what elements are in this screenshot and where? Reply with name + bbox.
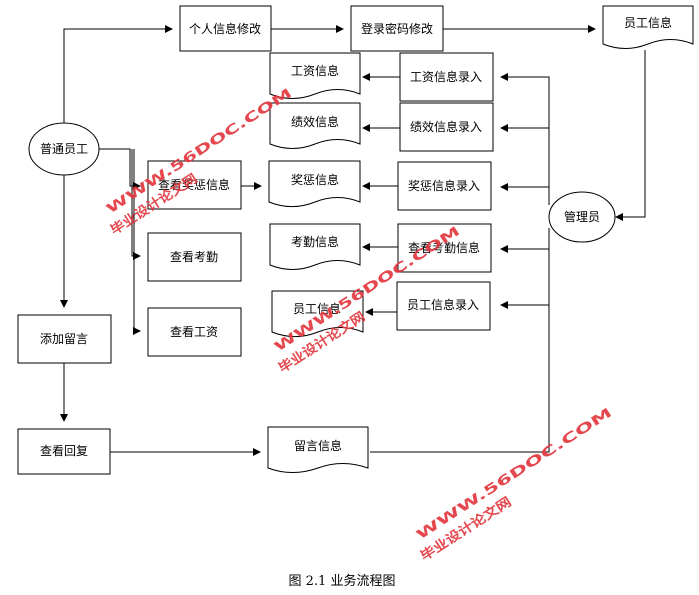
performance-entry-label: 绩效信息录入 xyxy=(410,119,482,134)
performance-entry-box xyxy=(399,102,494,152)
salary-entry-box xyxy=(399,52,494,102)
view-attendance-box xyxy=(147,232,242,282)
attendance-doc-label: 考勤信息 xyxy=(291,234,339,249)
figure-caption: 图 2.1 业务流程图 xyxy=(289,573,396,589)
connectors xyxy=(60,25,646,456)
attendance-doc-shape xyxy=(269,223,361,270)
edge-employee-to-view-attendance xyxy=(131,149,141,260)
employee-info-doc2-label: 员工信息 xyxy=(293,301,341,316)
salary-doc-shape xyxy=(269,52,361,99)
reward-doc-shape xyxy=(268,160,361,207)
performance-doc-label: 绩效信息 xyxy=(291,114,339,129)
message-doc-label: 留言信息 xyxy=(294,438,342,453)
password-edit-label: 登录密码修改 xyxy=(361,21,433,36)
attendance-view-admin-label: 查看考勤信息 xyxy=(408,240,480,255)
employee-label: 普通员工 xyxy=(40,142,88,156)
add-message-label: 添加留言 xyxy=(40,332,88,346)
reward-doc-label: 奖惩信息 xyxy=(291,172,339,187)
employee-info-entry-label: 员工信息录入 xyxy=(407,297,479,312)
salary-doc-label: 工资信息 xyxy=(291,63,339,78)
employee-info-entry-box xyxy=(396,281,491,331)
edge-empinfo-to-admin xyxy=(615,50,646,221)
view-reward-label: 查看奖惩信息 xyxy=(158,177,230,192)
edge-admin-to-empinfo-entry xyxy=(500,228,550,309)
password-edit-box xyxy=(350,5,444,52)
message-doc-shape xyxy=(267,426,369,473)
edge-employee-to-view-salary xyxy=(133,149,141,335)
employee-info-doc-shape xyxy=(602,5,694,49)
watermark-3-line1: WWW.56DOC.COM xyxy=(414,406,615,544)
performance-doc-shape xyxy=(269,102,361,149)
view-attendance-label: 查看考勤 xyxy=(170,250,218,264)
edge-employee-to-personal-info xyxy=(63,25,173,123)
salary-entry-label: 工资信息录入 xyxy=(410,69,482,84)
watermark-3: WWW.56DOC.COM 毕业设计论文网 xyxy=(414,406,615,565)
employee-info-doc-label: 员工信息 xyxy=(624,15,672,30)
reward-entry-box xyxy=(397,161,492,211)
admin-node xyxy=(548,191,616,243)
employee-info-doc2-shape xyxy=(271,290,364,337)
add-message-box xyxy=(17,314,112,364)
view-reply-label: 查看回复 xyxy=(40,444,88,458)
reward-entry-label: 奖惩信息录入 xyxy=(408,178,480,193)
employee-node xyxy=(28,122,100,176)
view-reward-box xyxy=(147,160,242,210)
edge-employee-to-view-reward xyxy=(99,148,141,190)
view-reply-box xyxy=(17,428,111,475)
view-salary-label: 查看工资 xyxy=(170,325,218,339)
personal-info-edit-box xyxy=(179,5,272,52)
edge-admin-to-salary-entry xyxy=(500,73,550,205)
admin-label: 管理员 xyxy=(564,209,600,224)
attendance-view-admin-box xyxy=(397,223,492,273)
view-salary-box xyxy=(147,307,242,357)
personal-info-edit-label: 个人信息修改 xyxy=(189,21,261,36)
